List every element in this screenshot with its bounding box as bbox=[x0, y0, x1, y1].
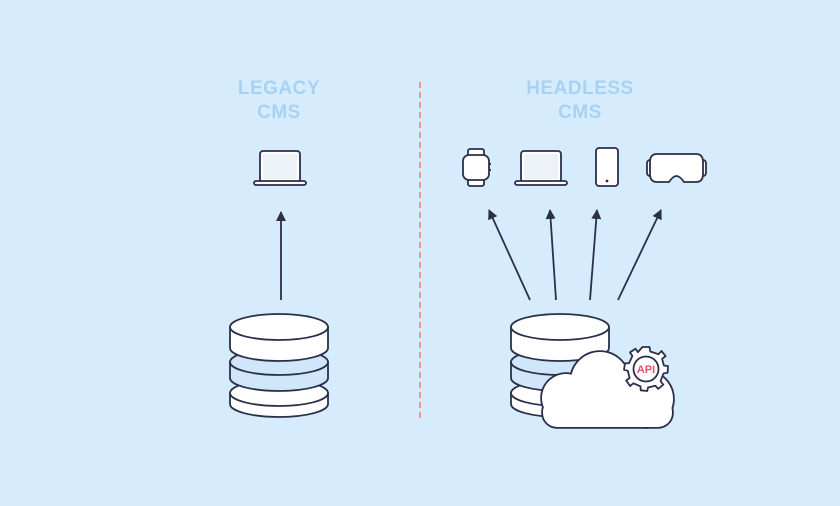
headless-title-line1: HEADLESS bbox=[526, 78, 634, 99]
database-icon bbox=[229, 313, 329, 418]
arrow-to-vr-headset bbox=[617, 209, 662, 301]
legacy-cms-title: LEGACY CMS bbox=[179, 77, 379, 125]
phone-icon bbox=[595, 147, 619, 187]
laptop-icon bbox=[253, 150, 307, 186]
arrow-to-phone bbox=[589, 209, 602, 301]
headless-title-line2: CMS bbox=[558, 102, 602, 123]
arrow-to-laptop bbox=[545, 209, 557, 301]
api-label: API bbox=[637, 364, 655, 376]
laptop-icon bbox=[514, 150, 568, 186]
headless-arrows bbox=[488, 209, 662, 301]
arrow-to-watch bbox=[488, 209, 531, 301]
headless-cms-title: HEADLESS CMS bbox=[480, 77, 680, 125]
vr-headset-icon bbox=[646, 153, 707, 183]
legacy-title-line1: LEGACY bbox=[237, 78, 321, 99]
legacy-title-line2: CMS bbox=[257, 102, 301, 123]
smartwatch-icon bbox=[462, 148, 491, 187]
gear-icon: API bbox=[623, 346, 669, 392]
